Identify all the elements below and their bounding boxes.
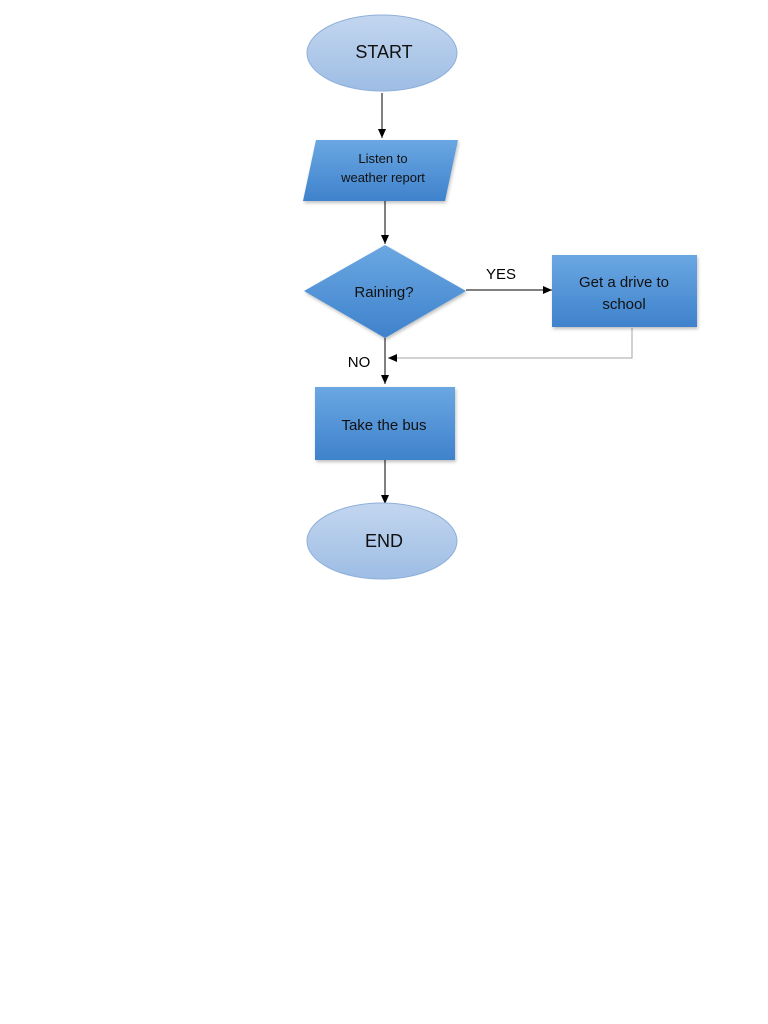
raining-node [304, 245, 466, 338]
raining-label: Raining? [354, 284, 413, 301]
listen-parallelogram [303, 140, 458, 201]
end-oval [306, 502, 458, 580]
drive-node [552, 255, 697, 327]
edge-label-yes: YES [486, 266, 516, 283]
edges: YES NO [348, 93, 633, 504]
drive-label-line2: school [602, 296, 645, 313]
edge-label-no: NO [348, 354, 371, 371]
end-node: END [306, 502, 458, 580]
raining-diamond [304, 245, 466, 338]
edge-drive-to-bus [388, 328, 633, 362]
end-label: END [365, 531, 403, 551]
drive-box [552, 255, 697, 327]
start-oval [306, 14, 458, 92]
listen-label-line1: Listen to [358, 151, 407, 166]
start-label: START [355, 42, 412, 62]
start-node: START [306, 14, 458, 92]
bus-node [315, 387, 455, 460]
listen-node [303, 140, 458, 201]
bus-label: Take the bus [341, 417, 426, 434]
listen-label-line2: weather report [340, 170, 425, 185]
bus-box [315, 387, 455, 460]
drive-label-line1: Get a drive to [579, 274, 669, 291]
